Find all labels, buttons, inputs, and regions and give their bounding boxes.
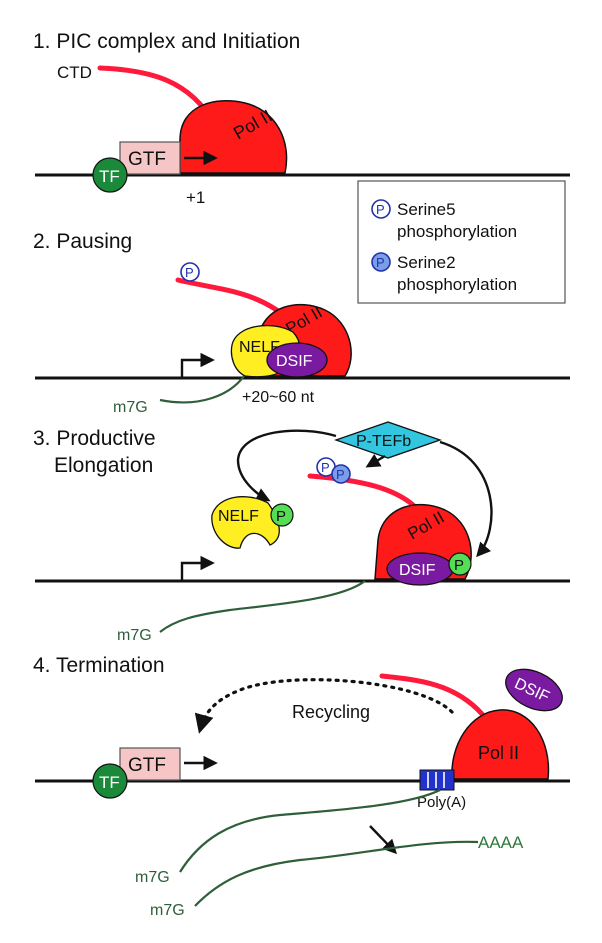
dsif-released — [505, 668, 563, 712]
ser5-p-label-2: P — [185, 265, 194, 280]
ptefb-to-ctd-arrow — [365, 453, 386, 468]
tf-label-4: TF — [99, 773, 120, 792]
ser2-p-label-3: P — [336, 467, 345, 482]
legend-ser5-icon — [371, 199, 391, 219]
recycling-label: Recycling — [292, 702, 370, 722]
stage3-title-line2: Elongation — [54, 454, 153, 477]
ctd-label: CTD — [57, 63, 92, 82]
stage3-title-line1: 3. Productive — [33, 427, 156, 450]
legend-ser5-p: P — [376, 202, 385, 217]
legend-box — [357, 180, 566, 304]
rna-stage3 — [159, 580, 366, 633]
m7g-label-4b: m7G — [150, 902, 185, 919]
legend-ser2-p: P — [376, 255, 385, 270]
dsif-label-3: DSIF — [399, 562, 436, 579]
gtf-box-4 — [119, 747, 181, 781]
dsif-p-label-3: P — [454, 557, 464, 574]
gtf-box-1 — [119, 141, 181, 175]
ctd-tail-4 — [379, 673, 485, 717]
ser5-p-label-3: P — [321, 460, 330, 475]
dsif-phospho-3 — [448, 552, 472, 576]
stage1-title: 1. PIC complex and Initiation — [33, 30, 300, 53]
tf-circle-4 — [92, 763, 128, 799]
legend-ser5-line1: Serine5 — [397, 200, 456, 219]
polya-label: Poly(A) — [417, 794, 466, 811]
rna-stage4-attached — [179, 789, 441, 873]
legend-ser2-line2: phosphorylation — [397, 275, 517, 294]
ser5-phospho-2 — [180, 262, 200, 282]
rna-stage4-released — [194, 840, 479, 907]
polya-box — [419, 769, 455, 791]
gtf-label-4: GTF — [128, 755, 166, 776]
tss-arrow-2 — [180, 352, 215, 377]
pol2-label-4: Pol II — [478, 743, 519, 763]
tf-label-1: TF — [99, 167, 120, 186]
m7g-label-3: m7G — [117, 627, 152, 644]
stage4-title: 4. Termination — [33, 654, 165, 677]
nelf-p-label-3: P — [276, 508, 286, 525]
ptefb-to-dsif-arrow — [439, 440, 493, 558]
legend-ser2-line1: Serine2 — [397, 253, 456, 272]
ptefb-diamond — [334, 421, 442, 459]
dsif-label-2: DSIF — [276, 353, 313, 370]
rna-stage2 — [159, 375, 245, 404]
pol2-stage4 — [451, 709, 550, 780]
stage2-title: 2. Pausing — [33, 230, 132, 253]
plus1-label: +1 — [186, 188, 205, 207]
nelf-released — [211, 496, 280, 549]
legend-ser2-icon — [371, 252, 391, 272]
pol2-stage1 — [179, 100, 288, 174]
polya-tail-label: AAAA — [478, 833, 524, 852]
ser2-phospho-3 — [331, 464, 351, 484]
ctd-tail-3 — [307, 473, 423, 515]
legend-ser5-line2: phosphorylation — [397, 222, 517, 241]
ptefb-label: P-TEFb — [356, 433, 411, 450]
m7g-label-4a: m7G — [135, 869, 170, 886]
nelf-label-3: NELF — [218, 508, 259, 525]
m7g-label-2: m7G — [113, 399, 148, 416]
pause-site-label: +20~60 nt — [242, 389, 315, 406]
tss-arrow-3 — [180, 555, 215, 580]
tf-circle-1 — [92, 157, 128, 193]
recycling-arrow — [194, 678, 454, 734]
nelf-phospho-3 — [270, 503, 294, 527]
gtf-label-1: GTF — [128, 149, 166, 170]
ptefb-to-nelf-arrow — [236, 429, 337, 502]
dsif-stage2 — [266, 342, 328, 378]
